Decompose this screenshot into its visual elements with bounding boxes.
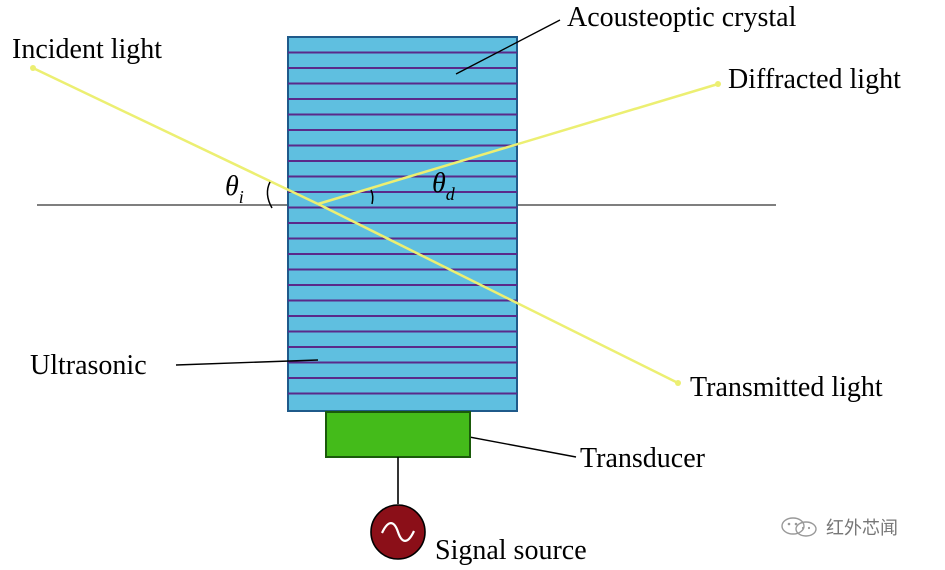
watermark: 红外芯闻 [780, 514, 898, 540]
ultrasonic-label: Ultrasonic [30, 350, 147, 381]
signal-source [370, 504, 426, 560]
theta-i-label: θi [225, 171, 244, 207]
crystal-leader-line [455, 19, 561, 75]
transmitted-light-end-dot [675, 380, 681, 386]
diffracted-light-beam [317, 82, 719, 206]
diffracted-light-label: Diffracted light [728, 64, 901, 95]
incident-light-beam [32, 66, 319, 206]
watermark-text: 红外芯闻 [826, 518, 898, 539]
acousteoptic-crystal [287, 36, 518, 412]
diffracted-light-end-dot [715, 81, 721, 87]
incident-light-label: Incident light [12, 34, 162, 65]
transmitted-light-beam [317, 202, 679, 385]
acousteoptic-crystal-label: Acousteoptic crystal [567, 2, 797, 33]
transmitted-light-label: Transmitted light [690, 372, 883, 403]
signal-source-label: Signal source [435, 535, 587, 566]
transducer [325, 411, 471, 458]
wechat-icon [781, 517, 817, 537]
sine-wave-icon [381, 522, 415, 542]
crystal-stripes [288, 51, 517, 395]
theta-i-arc [266, 181, 273, 209]
transducer-label: Transducer [580, 443, 706, 474]
ultrasonic-leader-line [175, 359, 319, 366]
theta-d-label: θd [432, 168, 456, 204]
light-beams [30, 65, 721, 386]
theta-d-arc [370, 189, 374, 205]
incident-light-start-dot [30, 65, 36, 71]
